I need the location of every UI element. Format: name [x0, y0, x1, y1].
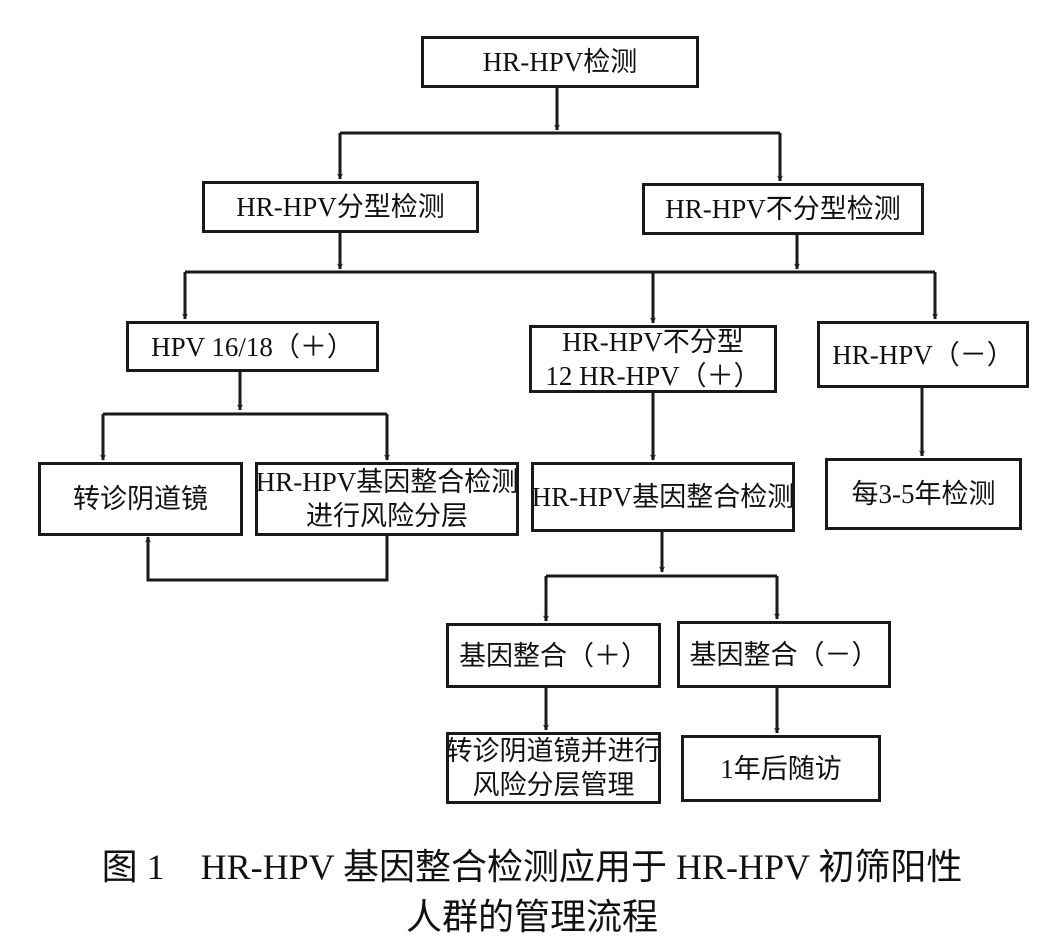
- node-label: 转诊阴道镜: [73, 484, 208, 514]
- node-untyped12-positive: HR-HPV不分型 12 HR-HPV（＋）: [529, 325, 777, 393]
- figure-caption-line1: 图 1 HR-HPV 基因整合检测应用于 HR-HPV 初筛阳性: [101, 847, 963, 887]
- node-label: HR-HPV不分型检测: [665, 194, 901, 224]
- node-integration-test: HR-HPV基因整合检测: [531, 462, 795, 532]
- connector: [145, 536, 389, 582]
- node-label: 12 HR-HPV（＋）: [545, 361, 761, 391]
- node-label: HPV 16/18（＋）: [151, 331, 354, 362]
- node-integration-positive: 基因整合（＋）: [446, 623, 661, 688]
- node-hrhpv-test: HR-HPV检测: [421, 36, 699, 88]
- node-followup-1year: 1年后随访: [681, 735, 881, 802]
- node-label: 进行风险分层: [306, 501, 468, 531]
- node-label: HR-HPV分型检测: [236, 192, 445, 222]
- figure-caption-line2: 人群的管理流程: [405, 897, 658, 937]
- node-label: HR-HPV不分型: [562, 327, 744, 357]
- node-hrhpv-negative: HR-HPV（－）: [817, 321, 1029, 388]
- node-label: HR-HPV基因整合检测: [531, 482, 795, 512]
- node-every-3-5-years: 每3-5年检测: [825, 458, 1022, 530]
- node-label: HR-HPV检测: [482, 47, 638, 77]
- node-hpv1618-positive: HPV 16/18（＋）: [126, 321, 379, 372]
- node-label: 基因整合（－）: [689, 639, 879, 670]
- node-colposcopy: 转诊阴道镜: [38, 462, 243, 536]
- node-label: HR-HPV（－）: [832, 339, 1014, 370]
- node-label: 每3-5年检测: [851, 479, 996, 509]
- node-label: 转诊阴道镜并进行: [445, 736, 662, 766]
- node-colposcopy-stratify: 转诊阴道镜并进行 风险分层管理: [445, 732, 662, 804]
- node-typed-test: HR-HPV分型检测: [202, 181, 479, 233]
- node-integration-negative: 基因整合（－）: [677, 621, 891, 688]
- node-untyped-test: HR-HPV不分型检测: [642, 183, 924, 235]
- node-label: 基因整合（＋）: [459, 640, 648, 671]
- node-label: 风险分层管理: [472, 770, 635, 800]
- node-integration-stratify: HR-HPV基因整合检测 进行风险分层: [255, 462, 519, 536]
- node-label: HR-HPV基因整合检测: [255, 467, 519, 497]
- node-label: 1年后随访: [720, 753, 842, 784]
